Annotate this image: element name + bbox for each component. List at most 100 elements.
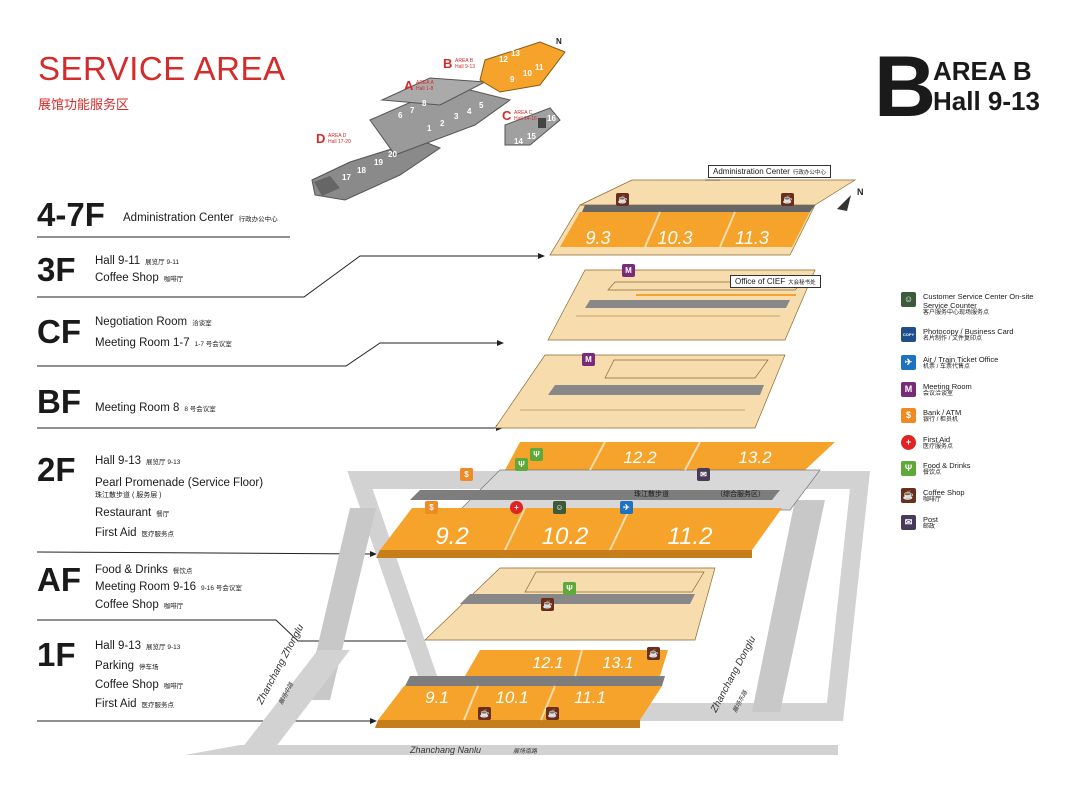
floor-item-cn: 餐饮点 [172,568,193,575]
legend-label-cn: 机票 / 车票代售点 [923,364,971,370]
legend-label: Coffee Shop [923,488,965,497]
coffee-shop-icon: ☕ [901,488,916,503]
key-hall-number: 3 [454,112,459,121]
ticket-office-icon: ✈ [620,501,633,514]
key-area-halls: Hall 1-8 [416,86,433,92]
key-hall-number: 4 [467,107,472,116]
hall-label: 11.3 [735,228,769,248]
floor-item-cn: 停车场 [139,664,159,671]
food-drinks-icon: Ψ [563,582,576,595]
road-label-south: Zhanchang Nanlu [409,745,481,755]
food-drinks-icon: Ψ [530,448,543,461]
key-hall-number: 5 [479,101,484,110]
admin-center-tag-en: Administration Center [713,167,790,176]
legend-label-cn: 医疗服务点 [923,444,954,450]
floor-code-af: AF [37,561,81,598]
key-area-halls: Hall 9-13 [455,64,475,70]
legend-label: Service Counter [923,301,977,310]
floor-item-cn: 展览厅 9-13 [146,459,181,466]
key-hall-number: 2 [440,119,445,128]
floor-code-bf: BF [37,383,81,420]
page-subtitle: 展馆功能服务区 [38,97,130,112]
hall-label: 11.1 [574,688,606,707]
area-letter: B [874,39,937,135]
road-label-south-cn: 展场南路 [513,747,538,755]
hall-label: 10.1 [495,688,528,707]
customer-service-icon: ☺ [901,292,916,307]
floor-item-en: First Aid [95,527,137,539]
ticket-office-icon: ✈ [901,355,916,370]
floor-code-cf: CF [37,313,81,350]
legend-label: First Aid [923,435,951,444]
key-hall-number: 20 [388,150,397,159]
key-area-halls: Hall 14-16 [514,116,537,122]
key-area-halls: Hall 17-20 [328,139,351,145]
floor-item-cn: 1-7 号会议室 [194,341,232,348]
key-area-letter: C [502,108,512,123]
key-hall-number: 6 [398,111,403,120]
key-area-label: AREA D [328,133,347,139]
key-hall-number: 18 [357,166,366,175]
floor-item-cn: 展览厅 9-11 [145,259,180,266]
floor-item: Hall 9-11 展览厅 9-11 [95,255,179,267]
key-area-label: AREA A [416,80,434,86]
floor-item-cn: 行政办公中心 [238,216,278,223]
bank-atm-icon: $ [425,501,438,514]
service-zone-label: （综合服务区） [716,491,765,498]
key-hall-number: 11 [535,63,544,72]
meeting-room-icon: M [582,353,595,366]
floor-item-en: Restaurant [95,507,152,519]
floor-item-cn: 9-16 号会议室 [201,585,242,592]
promenade-label: 珠江散步道 [634,491,669,498]
key-area-letter: B [443,56,452,71]
hall-label: 12.1 [532,655,563,672]
customer-service-icon: ☺ [553,501,566,514]
floor-code-3f: 3F [37,251,76,288]
connector-af [37,619,417,642]
hall-label: 10.3 [657,228,692,248]
legend-label: Meeting Room [923,382,972,391]
legend-label-cn: 咖啡厅 [923,497,942,503]
floor-item-cn: 咖啡厅 [163,683,184,690]
page-title: SERVICE AREA [38,50,286,87]
meeting-room-icon: M [622,264,635,277]
floor-item-en: Food & Drinks [95,564,168,576]
post-icon: ✉ [697,468,710,481]
floor-item-cn: 展览厅 9-13 [146,644,181,651]
legend-label: Post [923,515,939,524]
legend-label: Bank / ATM [923,408,962,417]
first-aid-icon: + [510,501,523,514]
floor-item-en: Hall 9-11 [95,255,141,267]
floor-item-en: Meeting Room 9-16 [95,581,196,593]
floor-item-en: Pearl Promenade (Service Floor) [95,477,264,489]
floor-item-cn: 医疗服务点 [141,702,175,709]
floor-item-cn: 洽谈室 [192,320,212,327]
floor-item-en: Meeting Room 8 [95,402,180,414]
floor-item: 珠江散步道 ( 服务层 ) [95,490,162,500]
floor-item-en: Meeting Room 1-7 [95,337,190,349]
area-name: AREA B [933,56,1032,86]
hall-label: 9.1 [425,688,449,707]
legend-label: Photocopy / Business Card [923,327,1014,336]
legend-label: Air / Train Ticket Office [923,355,999,364]
hall-label: 10.2 [542,523,589,550]
key-hall-number: 1 [427,124,432,133]
hall-label: 13.2 [738,448,772,467]
hall-label: 13.1 [602,655,633,672]
admin-center-tag-cn: 行政办公中心 [792,170,826,176]
food-drinks-icon: Ψ [515,458,528,471]
cief-office-tag-en: Office of CIEF [735,277,786,286]
floor-item: Meeting Room 8 8 号会议室 [95,402,216,414]
hall-label: 9.3 [585,228,610,248]
coffee-shop-icon: ☕ [647,647,660,660]
floor-item-cn: 8 号会议室 [184,406,216,413]
key-hall-number: 14 [514,137,523,146]
connector-cf [37,342,497,367]
